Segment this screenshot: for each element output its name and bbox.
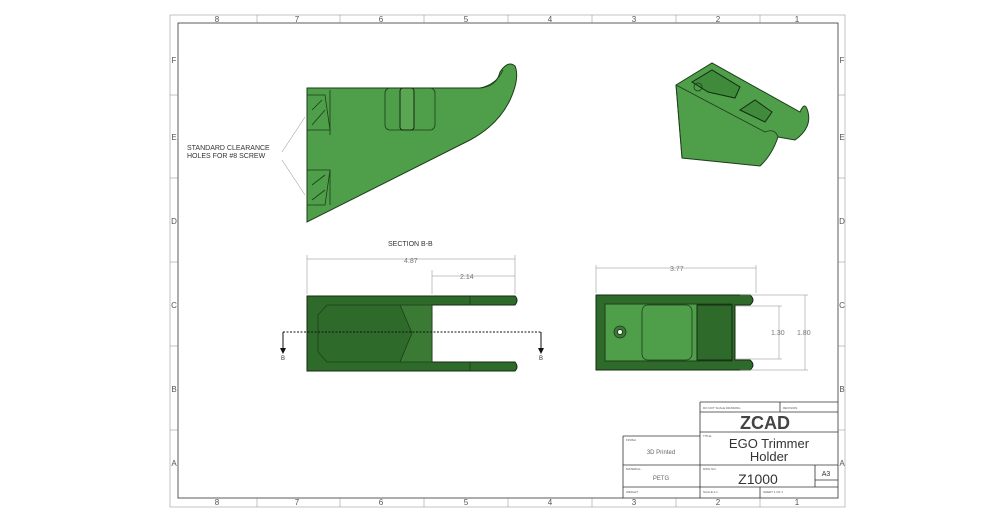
- row-marker: E: [839, 133, 844, 142]
- row-marker: D: [839, 217, 845, 226]
- column-marker: 7: [295, 15, 300, 24]
- column-marker: 3: [632, 498, 637, 507]
- scale-label: SCALE:1:1: [703, 490, 718, 494]
- column-marker: 1: [795, 498, 800, 507]
- outer-border: [169, 14, 846, 508]
- title-block: DO NOT SCALE DRAWING REVISION ZCAD TITLE…: [622, 401, 838, 498]
- column-marker: 2: [716, 15, 721, 24]
- drawing-title-line1: EGO Trimmer: [729, 436, 810, 451]
- dim-top-length: 3.77: [670, 266, 684, 273]
- section-marker-right: B: [539, 356, 543, 362]
- column-marker: 4: [548, 15, 553, 24]
- drawing-title-line2: Holder: [750, 449, 789, 464]
- finish-label: FINISH: [626, 438, 636, 442]
- column-marker: 2: [716, 498, 721, 507]
- section-title: SECTION B-B: [388, 241, 433, 248]
- sheet-label: SHEET 1 OF 1: [763, 490, 783, 494]
- revision-label: REVISION: [783, 406, 797, 410]
- callout-line2: HOLES FOR #8 SCREW: [187, 153, 266, 160]
- callout: STANDARD CLEARANCE HOLES FOR #8 SCREW: [187, 116, 306, 196]
- dwg-no-value: Z1000: [738, 471, 778, 487]
- column-marker: 8: [215, 15, 220, 24]
- row-marker: A: [171, 459, 177, 468]
- column-marker: 6: [379, 498, 384, 507]
- dwg-no-label: DWG NO.: [703, 467, 717, 471]
- row-marker: D: [171, 217, 177, 226]
- do-not-scale-label: DO NOT SCALE DRAWING: [703, 406, 741, 410]
- row-marker: C: [171, 301, 177, 310]
- section-view: B B: [280, 295, 544, 372]
- column-marker: 5: [464, 498, 469, 507]
- row-marker: F: [172, 56, 177, 65]
- column-marker: 8: [215, 498, 220, 507]
- column-marker: 3: [632, 15, 637, 24]
- weight-label: WEIGHT:: [626, 490, 639, 494]
- material-label: MATERIAL:: [626, 467, 642, 471]
- callout-line1: STANDARD CLEARANCE: [187, 145, 270, 152]
- dim-overall-length: 4.87: [404, 258, 418, 265]
- section-dimensions: 4.87 2.14: [306, 255, 516, 294]
- column-marker: 6: [379, 15, 384, 24]
- top-dimensions: 3.77 1.30 1.80: [595, 265, 811, 371]
- material-value: PETG: [653, 476, 670, 482]
- finish-value: 3D Printed: [647, 450, 675, 456]
- row-marker: B: [839, 385, 844, 394]
- section-marker-left: B: [281, 356, 285, 362]
- column-marker: 1: [795, 15, 800, 24]
- top-view: [595, 294, 754, 371]
- column-marker: 7: [295, 498, 300, 507]
- column-marker: 5: [464, 15, 469, 24]
- row-marker: B: [171, 385, 176, 394]
- row-marker: E: [171, 133, 176, 142]
- row-marker: A: [839, 459, 845, 468]
- side-view: [306, 63, 518, 223]
- isometric-view: [675, 62, 810, 167]
- dim-outer-width: 1.80: [797, 330, 811, 337]
- company-logo: ZCAD: [740, 413, 790, 433]
- column-marker: 4: [548, 498, 553, 507]
- row-marker: C: [839, 301, 845, 310]
- row-marker: F: [840, 56, 845, 65]
- dim-hook-length: 2.14: [460, 274, 474, 281]
- dim-inner-width: 1.30: [771, 330, 785, 337]
- title-label: TITLE:: [703, 434, 712, 438]
- sheet-size: A3: [822, 471, 831, 478]
